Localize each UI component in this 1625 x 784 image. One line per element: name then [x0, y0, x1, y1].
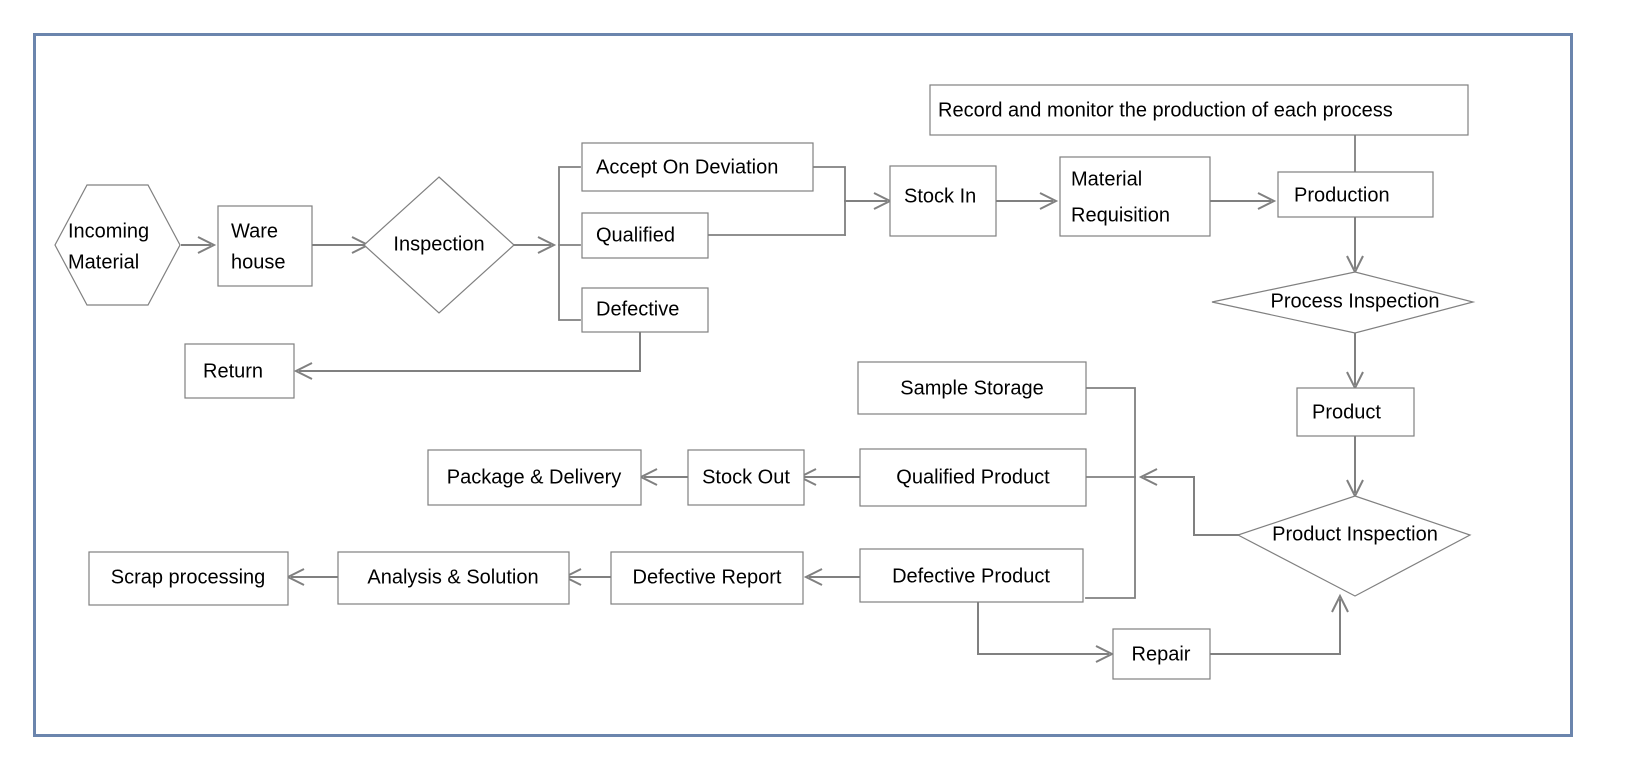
node-warehouse-label-line2: house — [231, 251, 286, 273]
node-process-inspection-label: Process Inspection — [1271, 290, 1440, 312]
node-material-requisition-label-line2: Requisition — [1071, 204, 1170, 226]
node-defective-report[interactable]: Defective Report — [610, 551, 804, 605]
node-qualified-label: Qualified — [596, 224, 675, 246]
node-defective-product[interactable]: Defective Product — [859, 548, 1084, 603]
node-qualified-product[interactable]: Qualified Product — [859, 448, 1087, 507]
node-scrap-processing[interactable]: Scrap processing — [88, 551, 289, 606]
connector-merge-to-stock-in — [844, 192, 893, 210]
node-qualified-product-label: Qualified Product — [896, 466, 1050, 488]
connector-defective-report-to-analysis — [562, 568, 612, 586]
connector-defective-product-to-defective-report — [803, 568, 861, 586]
node-product[interactable]: Product — [1296, 387, 1415, 437]
node-qualified[interactable]: Qualified — [581, 212, 709, 259]
connector-accept-to-merge — [812, 166, 846, 236]
connector-branch-bracket — [558, 166, 581, 321]
node-warehouse[interactable]: Ware house — [217, 205, 313, 287]
node-inspection[interactable]: Inspection — [363, 176, 515, 314]
node-analysis-solution[interactable]: Analysis & Solution — [337, 551, 570, 605]
node-warehouse-label-line1: Ware — [231, 220, 278, 242]
node-return[interactable]: Return — [184, 343, 295, 399]
node-defective-product-label: Defective Product — [892, 565, 1050, 587]
node-accept-on-deviation-label: Accept On Deviation — [596, 156, 778, 178]
node-repair-label: Repair — [1132, 643, 1191, 665]
connector-production-to-process-inspection — [1346, 216, 1364, 275]
node-product-label: Product — [1312, 401, 1381, 423]
node-product-inspection[interactable]: Product Inspection — [1236, 495, 1472, 597]
connector-distribution-bracket — [1085, 387, 1136, 599]
connector-defective-product-to-repair — [977, 601, 1115, 663]
node-incoming-material-label-line2: Material — [68, 251, 139, 273]
node-repair[interactable]: Repair — [1112, 628, 1211, 680]
connector-incoming-to-warehouse — [181, 236, 217, 254]
connector-process-inspection-to-product — [1346, 332, 1364, 391]
connector-qualified-product-to-stock-out — [797, 468, 861, 486]
node-incoming-material[interactable]: Incoming Material — [54, 184, 181, 306]
node-production[interactable]: Production — [1277, 171, 1434, 218]
node-process-inspection[interactable]: Process Inspection — [1211, 271, 1476, 334]
node-sample-storage[interactable]: Sample Storage — [857, 361, 1087, 415]
node-material-requisition-label-line1: Material — [1071, 168, 1142, 190]
node-scrap-processing-label: Scrap processing — [111, 566, 266, 588]
node-production-label: Production — [1294, 184, 1390, 206]
node-sample-storage-label: Sample Storage — [900, 377, 1043, 399]
connector-product-inspection-to-distribution — [1138, 468, 1239, 536]
connector-product-to-product-inspection — [1346, 435, 1364, 499]
node-package-delivery[interactable]: Package & Delivery — [427, 449, 642, 506]
connector-defective-to-return — [293, 331, 641, 380]
node-inspection-label: Inspection — [393, 233, 484, 255]
node-analysis-solution-label: Analysis & Solution — [367, 566, 538, 588]
node-accept-on-deviation[interactable]: Accept On Deviation — [581, 142, 814, 192]
connector-stock-in-to-material-requisition — [995, 192, 1059, 210]
connector-material-requisition-to-production — [1209, 192, 1277, 210]
node-record-monitor[interactable]: Record and monitor the production of eac… — [929, 84, 1469, 136]
node-return-label: Return — [203, 360, 263, 382]
connector-analysis-to-scrap — [285, 568, 339, 586]
node-record-monitor-label: Record and monitor the production of eac… — [938, 99, 1393, 121]
node-package-delivery-label: Package & Delivery — [447, 466, 622, 488]
node-defective-label: Defective — [596, 298, 679, 320]
node-product-inspection-label: Product Inspection — [1272, 523, 1438, 545]
connector-inspection-to-branch — [513, 236, 557, 254]
connector-stock-out-to-package-delivery — [638, 468, 689, 486]
node-stock-out-label: Stock Out — [702, 466, 790, 488]
node-defective-report-label: Defective Report — [633, 566, 782, 588]
node-stock-in-label: Stock In — [904, 185, 976, 207]
node-material-requisition[interactable]: Material Requisition — [1059, 156, 1211, 237]
node-defective[interactable]: Defective — [581, 287, 709, 333]
connector-warehouse-to-inspection — [311, 236, 371, 254]
node-stock-out[interactable]: Stock Out — [687, 449, 805, 506]
connector-repair-to-product-inspection — [1209, 593, 1349, 655]
node-incoming-material-label-line1: Incoming — [68, 220, 149, 242]
node-stock-in[interactable]: Stock In — [889, 165, 997, 237]
